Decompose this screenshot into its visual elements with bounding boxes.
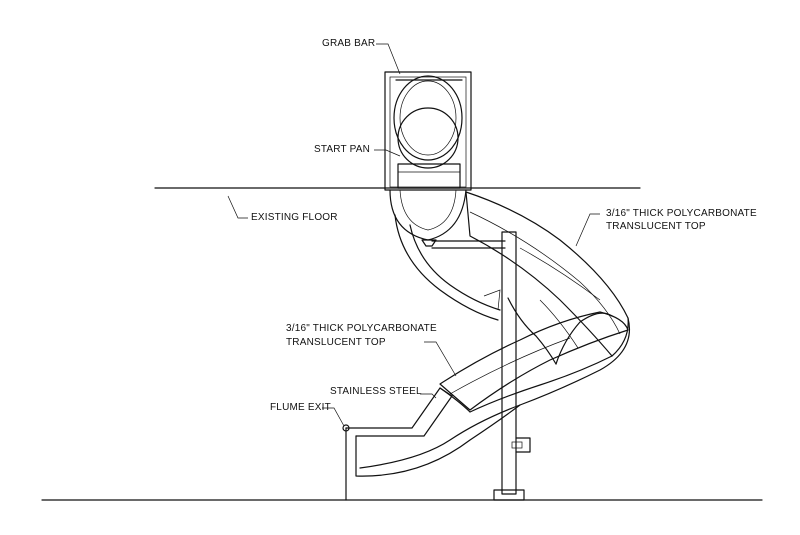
label-existing-floor: EXISTING FLOOR <box>251 212 338 223</box>
label-flume-exit: FLUME EXIT <box>270 402 331 413</box>
stainless-steel-exit <box>345 387 521 501</box>
label-lower-top-line1: 3/16" THICK POLYCARBONATE <box>286 323 437 334</box>
label-stainless-steel: STAINLESS STEEL <box>330 386 422 397</box>
upper-translucent-top <box>465 191 629 357</box>
spiral-flume-back <box>394 214 501 321</box>
label-upper-top-line1: 3/16" THICK POLYCARBONATE <box>606 208 757 219</box>
flume-exit <box>342 424 350 432</box>
support-column <box>493 231 531 501</box>
label-upper-top-line2: TRANSLUCENT TOP <box>606 221 706 232</box>
label-grab-bar: GRAB BAR <box>322 38 376 49</box>
start-enclosure <box>384 71 472 191</box>
label-start-pan: START PAN <box>314 144 371 155</box>
label-lower-top-line2: TRANSLUCENT TOP <box>286 337 386 348</box>
start-pan <box>393 75 463 161</box>
lower-translucent-top <box>439 311 629 411</box>
leader-lines <box>227 43 600 427</box>
support-beam <box>431 240 506 249</box>
entry-chute <box>389 189 467 247</box>
